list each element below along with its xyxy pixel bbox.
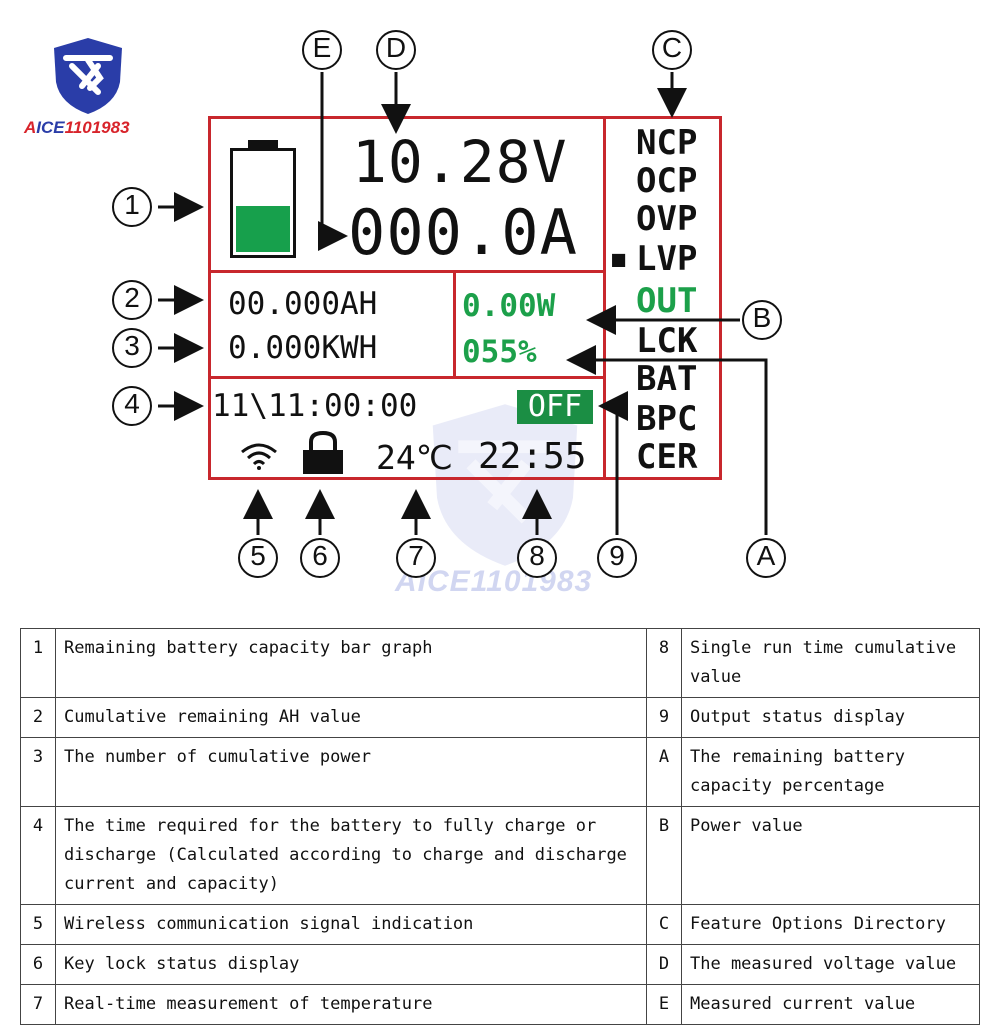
legend-right-text: Power value bbox=[681, 806, 980, 905]
legend-right-number: D bbox=[646, 944, 682, 985]
run-time-readout: 22:55 bbox=[478, 436, 587, 477]
callout-6: 6 bbox=[300, 538, 340, 578]
legend-right-text: The measured voltage value bbox=[681, 944, 980, 985]
callout-a: A bbox=[746, 538, 786, 578]
option-ncp: NCP bbox=[636, 123, 698, 163]
divider-vertical-right bbox=[603, 116, 606, 480]
power-readout: 0.00W bbox=[462, 288, 556, 324]
callout-2: 2 bbox=[112, 280, 152, 320]
option-bat: BAT bbox=[636, 359, 698, 399]
option-ovp: OVP bbox=[636, 199, 698, 239]
option-cer: CER bbox=[636, 437, 698, 477]
lock-icon bbox=[303, 430, 343, 474]
legend-left-number: 3 bbox=[20, 737, 56, 807]
divider-horizontal-mid bbox=[208, 376, 605, 379]
legend-left-number: 4 bbox=[20, 806, 56, 905]
legend-left-text: Cumulative remaining AH value bbox=[55, 697, 647, 738]
option-selected-marker: ■ bbox=[612, 247, 626, 272]
legend-left-number: 2 bbox=[20, 697, 56, 738]
percent-readout: 055% bbox=[462, 334, 537, 370]
lcd-display bbox=[208, 116, 722, 480]
legend-left-number: 6 bbox=[20, 944, 56, 985]
output-status-badge: OFF bbox=[517, 390, 593, 424]
callout-9: 9 bbox=[597, 538, 637, 578]
legend-left-number: 1 bbox=[20, 628, 56, 698]
legend-right-text: The remaining battery capacity percentag… bbox=[681, 737, 980, 807]
legend-left-text: Real-time measurement of temperature bbox=[55, 984, 647, 1025]
legend-right-number: C bbox=[646, 904, 682, 945]
battery-capacity-graph bbox=[230, 148, 296, 258]
legend-left-text: Remaining battery capacity bar graph bbox=[55, 628, 647, 698]
legend-right-number: 8 bbox=[646, 628, 682, 698]
callout-b: B bbox=[742, 300, 782, 340]
callout-c: C bbox=[652, 30, 692, 70]
option-ocp: OCP bbox=[636, 161, 698, 201]
divider-horizontal-top bbox=[208, 270, 605, 273]
callout-1: 1 bbox=[112, 187, 152, 227]
legend-right-text: Single run time cumulative value bbox=[681, 628, 980, 698]
option-lck: LCK bbox=[636, 321, 698, 361]
wifi-icon bbox=[241, 443, 277, 470]
callout-8: 8 bbox=[517, 538, 557, 578]
divider-vertical-mid bbox=[453, 270, 456, 378]
callout-7: 7 bbox=[396, 538, 436, 578]
legend-left-text: The time required for the battery to ful… bbox=[55, 806, 647, 905]
option-out: OUT bbox=[636, 281, 698, 321]
battery-fill-level bbox=[236, 206, 290, 252]
legend-left-number: 7 bbox=[20, 984, 56, 1025]
kwh-readout: 0.000KWH bbox=[228, 330, 378, 366]
callout-5: 5 bbox=[238, 538, 278, 578]
brand-logo-shield bbox=[54, 38, 122, 114]
temperature-readout: 24℃ bbox=[376, 438, 453, 477]
legend-left-text: The number of cumulative power bbox=[55, 737, 647, 807]
option-bpc: BPC bbox=[636, 399, 698, 439]
option-lvp: LVP bbox=[636, 239, 698, 279]
voltage-readout: 10.28V bbox=[352, 128, 568, 196]
callout-4: 4 bbox=[112, 386, 152, 426]
charge-time-readout: 11\11:00:00 bbox=[212, 388, 418, 424]
legend-right-number: 9 bbox=[646, 697, 682, 738]
legend-right-text: Output status display bbox=[681, 697, 980, 738]
legend-right-number: A bbox=[646, 737, 682, 807]
legend-right-number: B bbox=[646, 806, 682, 905]
legend-right-text: Feature Options Directory bbox=[681, 904, 980, 945]
callout-3: 3 bbox=[112, 328, 152, 368]
callout-d: D bbox=[376, 30, 416, 70]
legend-right-text: Measured current value bbox=[681, 984, 980, 1025]
brand-logo-text: AICE1101983 bbox=[24, 118, 130, 137]
ah-readout: 00.000AH bbox=[228, 286, 378, 322]
battery-cap bbox=[248, 140, 278, 148]
legend-left-text: Key lock status display bbox=[55, 944, 647, 985]
legend-left-text: Wireless communication signal indication bbox=[55, 904, 647, 945]
callout-arrows bbox=[158, 72, 768, 535]
callout-e: E bbox=[302, 30, 342, 70]
legend-left-number: 5 bbox=[20, 904, 56, 945]
current-readout: 000.0A bbox=[348, 196, 578, 269]
legend-right-number: E bbox=[646, 984, 682, 1025]
watermark-shield bbox=[432, 404, 578, 566]
